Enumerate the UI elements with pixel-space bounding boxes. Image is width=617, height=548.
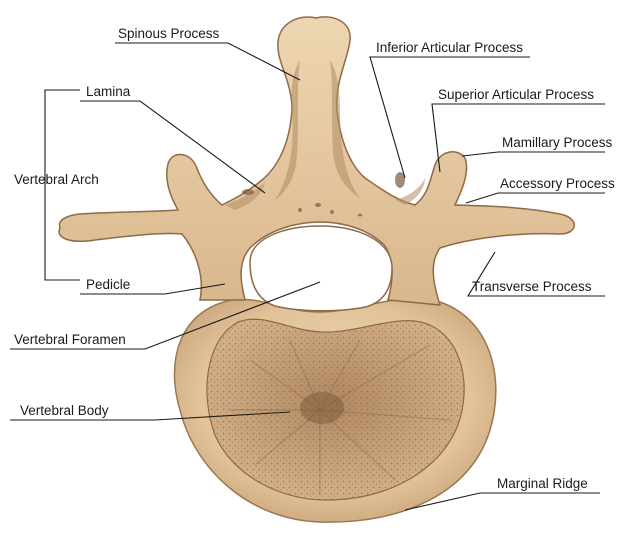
label-mamillary-process: Mamillary Process	[502, 135, 612, 151]
leader-lamina	[80, 101, 265, 193]
leader-mamillary-process	[462, 152, 605, 156]
label-accessory-process: Accessory Process	[500, 176, 615, 192]
label-spinous-process: Spinous Process	[118, 26, 219, 42]
label-transverse-process: Transverse Process	[472, 279, 592, 295]
label-vertebral-foramen: Vertebral Foramen	[14, 332, 126, 348]
leader-marginal-ridge	[405, 493, 600, 510]
label-pedicle: Pedicle	[86, 277, 130, 293]
label-lamina: Lamina	[86, 84, 130, 100]
leader-inferior-articular-process	[370, 57, 530, 178]
label-vertebral-arch: Vertebral Arch	[14, 172, 99, 188]
label-marginal-ridge: Marginal Ridge	[497, 476, 588, 492]
label-vertebral-body: Vertebral Body	[20, 403, 109, 419]
label-superior-articular-process: Superior Articular Process	[438, 87, 594, 103]
leader-accessory-process	[466, 193, 605, 203]
leader-spinous-process	[115, 43, 300, 80]
label-inferior-articular-process: Inferior Articular Process	[376, 40, 523, 56]
